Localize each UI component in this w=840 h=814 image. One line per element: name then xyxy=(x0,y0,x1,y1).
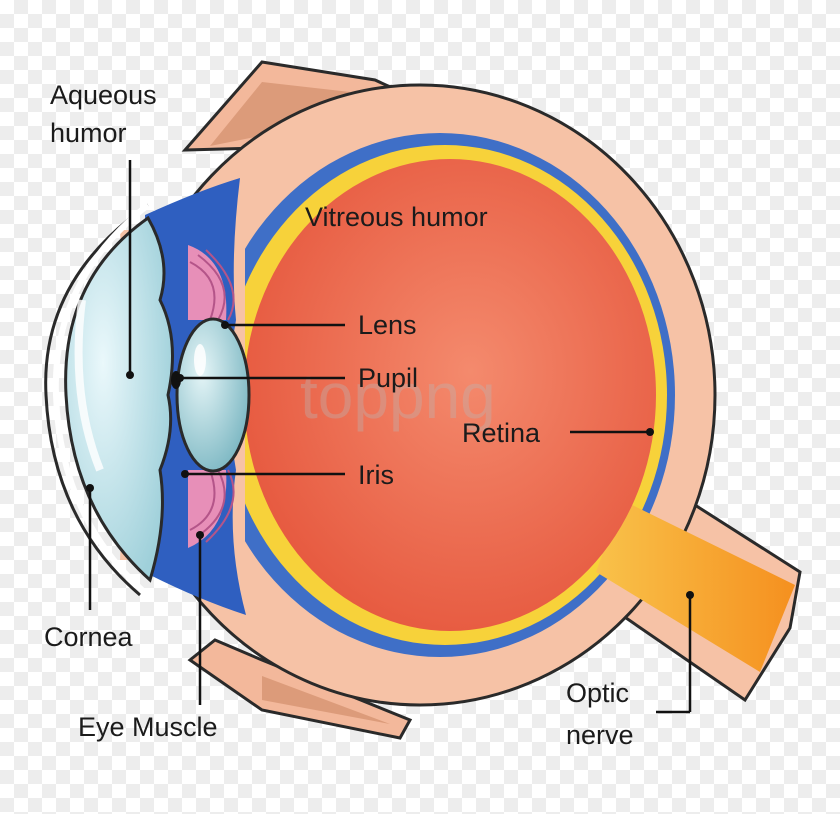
label-optic-nerve-line1: Optic xyxy=(566,678,629,708)
label-vitreous-humor: Vitreous humor xyxy=(305,202,488,232)
label-cornea: Cornea xyxy=(44,622,134,652)
label-aqueous-humor-line2: humor xyxy=(50,118,127,148)
label-retina: Retina xyxy=(462,418,541,448)
iris-ciliary xyxy=(188,245,235,548)
leader-dots xyxy=(86,321,694,599)
vitreous-humor xyxy=(244,159,656,631)
label-aqueous-humor-line1: Aqueous xyxy=(50,80,157,110)
label-pupil: Pupil xyxy=(358,363,418,393)
label-iris: Iris xyxy=(358,460,394,490)
lens xyxy=(175,317,251,473)
watermark: toppng xyxy=(300,360,496,432)
label-eye-muscle: Eye Muscle xyxy=(78,712,218,742)
label-lens: Lens xyxy=(358,310,417,340)
label-optic-nerve-line2: nerve xyxy=(566,720,634,750)
optic-nerve xyxy=(596,500,795,672)
